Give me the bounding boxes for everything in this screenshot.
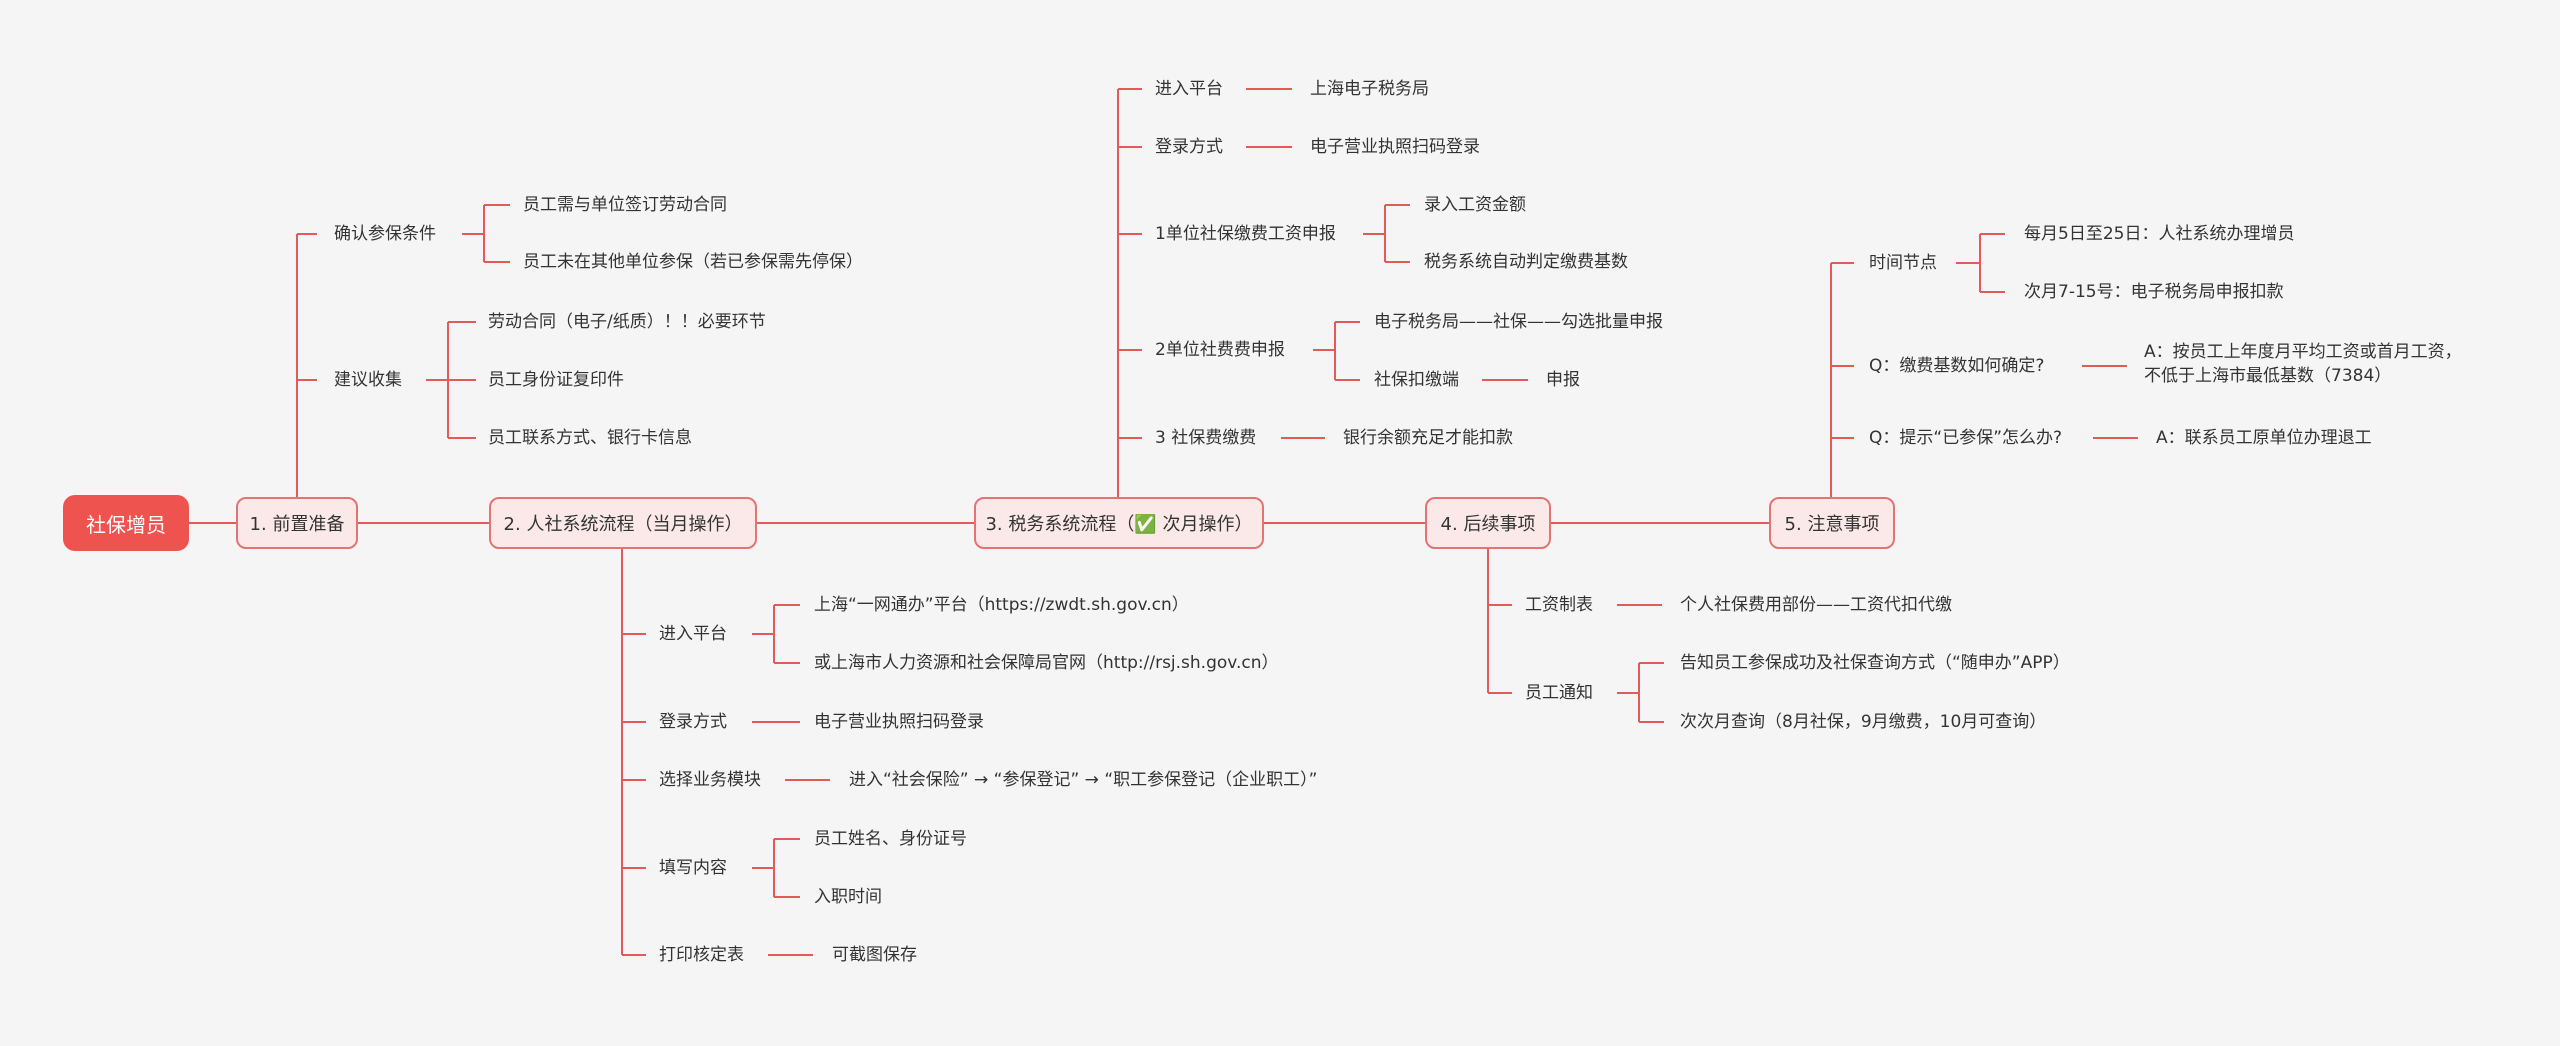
tax-fee-withholding: 社保扣缴端 bbox=[1374, 370, 1459, 390]
tax-payment-balance: 银行余额充足才能扣款 bbox=[1343, 428, 1513, 448]
tax-fee-declare: 2单位社费费申报 bbox=[1155, 340, 1285, 360]
prep-condition-no-other: 员工未在其他单位参保（若已参保需先停保） bbox=[523, 252, 863, 272]
notes-timeline-hr: 每月5日至25日：人社系统办理增员 bbox=[2024, 224, 2295, 244]
notes-timeline: 时间节点 bbox=[1869, 253, 1937, 273]
prep-confirm-conditions: 确认参保条件 bbox=[334, 224, 436, 244]
hr-print-screenshot: 可截图保存 bbox=[832, 945, 917, 965]
hr-fill-entry-date: 入职时间 bbox=[814, 887, 882, 907]
prep-collect-contact: 员工联系方式、银行卡信息 bbox=[488, 428, 692, 448]
hr-module-path: 进入“社会保险” → “参保登记” → “职工参保登记（企业职工）” bbox=[849, 770, 1318, 790]
followup-payroll-withhold: 个人社保费用部份——工资代扣代缴 bbox=[1680, 595, 1952, 615]
tax-wage-declare: 1单位社保缴费工资申报 bbox=[1155, 224, 1336, 244]
tax-payment: 3 社保费缴费 bbox=[1155, 428, 1257, 448]
hr-platform-rsj: 或上海市人力资源和社会保障局官网（http://rsj.sh.gov.cn） bbox=[814, 653, 1279, 673]
tax-fee-batch: 电子税务局——社保——勾选批量申报 bbox=[1374, 312, 1663, 332]
hr-platform-zwdt: 上海“一网通办”平台（https://zwdt.sh.gov.cn） bbox=[814, 595, 1189, 615]
root-node: 社保增员 bbox=[63, 495, 189, 551]
tax-enter-platform: 进入平台 bbox=[1155, 79, 1223, 99]
tax-fee-declare-action: 申报 bbox=[1546, 370, 1580, 390]
prep-suggest-collect: 建议收集 bbox=[334, 370, 402, 390]
prep-collect-id: 员工身份证复印件 bbox=[488, 370, 624, 390]
branch-tax-system: 3. 税务系统流程（✅ 次月操作） bbox=[974, 497, 1264, 549]
notes-a-insured: A：联系员工原单位办理退工 bbox=[2156, 428, 2372, 448]
hr-enter-platform: 进入平台 bbox=[659, 624, 727, 644]
notes-q-base: Q：缴费基数如何确定? bbox=[1869, 356, 2045, 376]
hr-select-module: 选择业务模块 bbox=[659, 770, 761, 790]
hr-fill-name-id: 员工姓名、身份证号 bbox=[814, 829, 967, 849]
hr-login-license: 电子营业执照扫码登录 bbox=[814, 712, 984, 732]
hr-login-method: 登录方式 bbox=[659, 712, 727, 732]
tax-login-license: 电子营业执照扫码登录 bbox=[1310, 137, 1480, 157]
tax-platform-etax: 上海电子税务局 bbox=[1310, 79, 1429, 99]
tax-wage-input: 录入工资金额 bbox=[1424, 195, 1526, 215]
prep-collect-contract: 劳动合同（电子/纸质）！！必要环节 bbox=[488, 312, 766, 332]
hr-print-form: 打印核定表 bbox=[659, 945, 744, 965]
followup-notify-query: 次次月查询（8月社保，9月缴费，10月可查询） bbox=[1680, 712, 2047, 732]
branch-notes: 5. 注意事项 bbox=[1769, 497, 1895, 549]
tax-login-method: 登录方式 bbox=[1155, 137, 1223, 157]
followup-notify: 员工通知 bbox=[1525, 683, 1593, 703]
hr-fill-content: 填写内容 bbox=[659, 858, 727, 878]
branch-hr-system: 2. 人社系统流程（当月操作） bbox=[489, 497, 757, 549]
branch-followup: 4. 后续事项 bbox=[1425, 497, 1551, 549]
followup-notify-success: 告知员工参保成功及社保查询方式（“随申办”APP） bbox=[1680, 653, 2070, 673]
followup-payroll: 工资制表 bbox=[1525, 595, 1593, 615]
notes-q-insured: Q：提示“已参保”怎么办? bbox=[1869, 428, 2063, 448]
notes-timeline-tax: 次月7-15号：电子税务局申报扣款 bbox=[2024, 282, 2284, 302]
branch-prep: 1. 前置准备 bbox=[236, 497, 358, 549]
tax-wage-auto-base: 税务系统自动判定缴费基数 bbox=[1424, 252, 1628, 272]
prep-condition-contract: 员工需与单位签订劳动合同 bbox=[523, 195, 727, 215]
notes-a-base: A：按员工上年度月平均工资或首月工资，不低于上海市最低基数（7384） bbox=[2144, 342, 2462, 386]
